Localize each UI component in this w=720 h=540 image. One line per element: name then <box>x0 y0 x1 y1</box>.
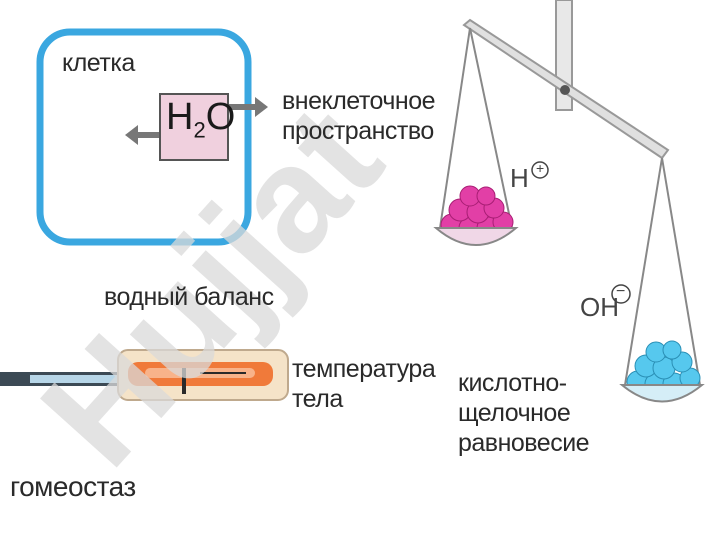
oh-ion-label: OH− <box>580 283 625 323</box>
extracellular-line1: внеклеточное <box>282 87 436 115</box>
exchange-arrows <box>125 97 268 145</box>
balance-scale <box>439 0 701 386</box>
acid-base-line2: щелочное <box>458 399 571 427</box>
h2o-formula: H2O <box>166 97 235 151</box>
oh-ion-symbol: OH <box>580 292 619 322</box>
h-ion-symbol: H <box>510 163 529 193</box>
homeostasis-label: гомеостаз <box>10 471 136 502</box>
extracellular-label: внеклеточное пространство <box>282 86 436 146</box>
acid-pan <box>433 227 519 246</box>
cell-label: клетка <box>62 49 135 77</box>
h2o-box <box>159 93 229 161</box>
oh-ion-charge: − <box>616 283 626 300</box>
extracellular-line2: пространство <box>282 117 434 145</box>
acid-base-line1: кислотно- <box>458 369 567 397</box>
base-pan <box>619 384 705 403</box>
body-temperature-label: температура тела <box>292 354 436 414</box>
h2o-o: O <box>205 96 236 138</box>
temperature-line2: тела <box>292 385 343 413</box>
h-ion-label: H+ <box>510 160 544 194</box>
h-charge-circle <box>531 161 549 179</box>
oh-charge-circle <box>611 284 631 304</box>
acid-base-label: кислотно- щелочное равновесие <box>458 368 590 458</box>
h-ion-charge: + <box>536 160 545 176</box>
water-balance-label: водный баланс <box>104 283 274 311</box>
h2o-h: H <box>166 96 194 138</box>
thermometer <box>0 349 289 401</box>
h2o-sub: 2 <box>193 117 206 143</box>
temperature-line1: температура <box>292 355 436 383</box>
acid-base-line3: равновесие <box>458 429 590 457</box>
